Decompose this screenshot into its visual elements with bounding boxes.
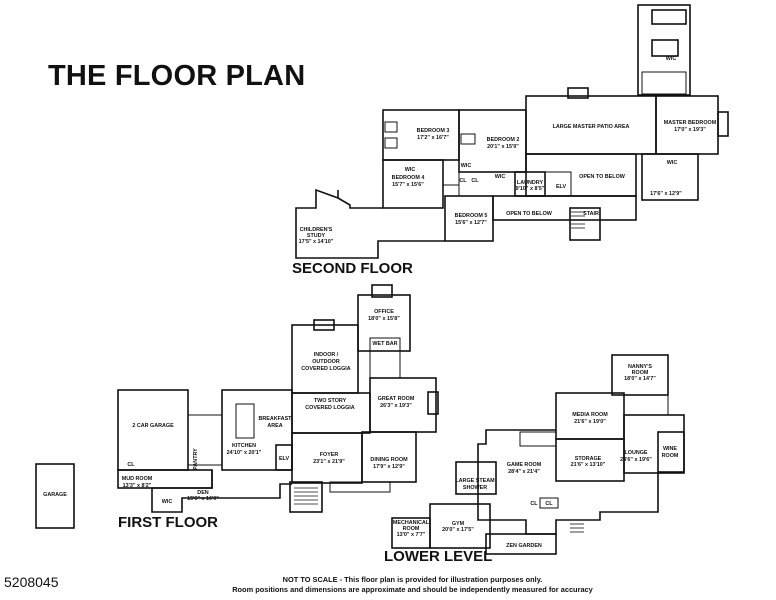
room-label: INDOOR / xyxy=(314,352,339,358)
room-labels: BEDROOM 3 17'2" x 16'7" BEDROOM 2 20'1" … xyxy=(43,56,717,549)
closet-label: CL xyxy=(530,501,538,507)
room-dimensions: 13'3" x 8'2" xyxy=(123,483,152,489)
room-dimensions: 18'0" x 14'7" xyxy=(624,376,656,382)
room-label: WET BAR xyxy=(372,341,397,347)
closet-label: WIC xyxy=(461,163,472,169)
room-label: NANNY'S xyxy=(628,364,652,370)
disclaimer-line-2: Room positions and dimensions are approx… xyxy=(232,585,593,594)
elevator-label: ELV xyxy=(556,184,566,190)
room-dimensions: 15'7" x 15'6" xyxy=(392,182,424,188)
floor-label-lower: LOWER LEVEL xyxy=(384,548,493,565)
first-floor-stairs xyxy=(294,487,318,505)
room-label: BREAKFAST xyxy=(259,416,293,422)
closet-label: WIC xyxy=(666,56,677,62)
room-dimensions: 18'0" x 15'8" xyxy=(368,316,400,322)
room-label: LOUNGE xyxy=(624,450,647,456)
closet-label: WIC xyxy=(405,167,416,173)
room-dimensions: 24'6" x 19'6" xyxy=(620,457,652,463)
room-dimensions: 9'10" x 8'5" xyxy=(516,186,545,192)
lower-level-plan xyxy=(391,354,685,555)
closet-label: WIC xyxy=(667,160,678,166)
room-label: TWO STORY xyxy=(314,398,347,404)
room-dimensions: 24'10" x 20'1" xyxy=(227,450,262,456)
closet-label: CL xyxy=(471,178,479,184)
lower-level-stairs xyxy=(570,519,584,533)
room-dimensions: 23'1" x 21'9" xyxy=(313,459,345,465)
room-label: COVERED LOGGIA xyxy=(305,405,355,411)
room-label: ROOM xyxy=(632,370,649,376)
room-label: AREA xyxy=(267,423,282,429)
room-label: DINING ROOM xyxy=(370,457,408,463)
room-dimensions: 21'6" x 19'0" xyxy=(574,419,606,425)
room-label: OFFICE xyxy=(374,309,394,315)
room-label: BEDROOM 4 xyxy=(392,175,425,181)
room-dimensions: 17'2" x 16'7" xyxy=(417,135,449,141)
room-dimensions: 28'4" x 21'4" xyxy=(508,469,540,475)
second-floor-plan xyxy=(295,4,729,259)
room-label: STUDY xyxy=(307,233,326,239)
first-floor-plan xyxy=(117,284,439,513)
room-label: COVERED LOGGIA xyxy=(301,366,351,372)
room-label: ELV xyxy=(279,456,289,462)
page-title: THE FLOOR PLAN xyxy=(48,60,306,92)
room-label: MASTER BEDROOM xyxy=(664,120,717,126)
disclaimer-line-1: NOT TO SCALE - This floor plan is provid… xyxy=(282,575,543,584)
room-label: ZEN GARDEN xyxy=(506,543,542,549)
listing-id: 5208045 xyxy=(4,574,59,590)
room-dimensions: 20'0" x 17'5" xyxy=(442,527,474,533)
room-label: LARGE MASTER PATIO AREA xyxy=(553,124,630,130)
room-label: SHOWER xyxy=(463,485,487,491)
closet-label: CL xyxy=(545,501,553,507)
room-dimensions: 17'6" x 12'9" xyxy=(650,191,682,197)
room-dimensions: 17'0" x 19'3" xyxy=(674,127,706,133)
room-dimensions: 13'0" x 7'7" xyxy=(397,532,426,538)
room-label: LAUNDRY xyxy=(517,180,544,186)
room-label: BEDROOM 3 xyxy=(417,128,450,134)
room-dimensions: 17'9" x 12'9" xyxy=(373,464,405,470)
room-label: FOYER xyxy=(320,452,339,458)
second-floor-stairs xyxy=(571,211,585,229)
detached-garage xyxy=(35,463,75,529)
room-dimensions: 15'6" x 12'7" xyxy=(455,220,487,226)
room-label: STORAGE xyxy=(575,456,602,462)
closet-label: WIC xyxy=(162,499,173,505)
closet-label: CL xyxy=(459,178,467,184)
room-dimensions: 15'6" x 16'0" xyxy=(187,496,219,502)
floor-label-second: SECOND FLOOR xyxy=(292,260,413,277)
disclaimer: NOT TO SCALE - This floor plan is provid… xyxy=(210,575,615,595)
room-label: KITCHEN xyxy=(232,443,256,449)
stair-label: STAIR xyxy=(583,211,599,217)
room-label: MEDIA ROOM xyxy=(572,412,608,418)
floor-label-first: FIRST FLOOR xyxy=(118,514,218,531)
room-label: LARGE STEAM xyxy=(455,478,495,484)
room-label: GARAGE xyxy=(43,492,67,498)
room-label: MECHANICAL xyxy=(393,520,430,526)
closet-label: WIC xyxy=(495,174,506,180)
room-label: OPEN TO BELOW xyxy=(579,174,626,180)
room-label: BEDROOM 5 xyxy=(455,213,488,219)
room-dimensions: 21'6" x 13'10" xyxy=(571,462,606,468)
room-label: ROOM xyxy=(662,453,679,459)
room-label: GYM xyxy=(452,521,465,527)
room-dimensions: 20'1" x 15'9" xyxy=(487,144,519,150)
room-label: ROOM xyxy=(403,526,420,532)
room-label: BEDROOM 2 xyxy=(487,137,520,143)
room-label: CHILDREN'S xyxy=(300,227,333,233)
room-label: OUTDOOR xyxy=(312,359,340,365)
room-label: MUD ROOM xyxy=(122,476,153,482)
room-dimensions: 26'3" x 19'3" xyxy=(380,403,412,409)
room-label: GREAT ROOM xyxy=(378,396,415,402)
room-dimensions: 17'5" x 14'10" xyxy=(299,239,334,245)
room-label: WINE xyxy=(663,446,677,452)
closet-label: CL xyxy=(127,462,135,468)
room-label: DEN xyxy=(197,490,208,496)
room-label: OPEN TO BELOW xyxy=(506,211,553,217)
room-label: PANTRY xyxy=(193,448,199,470)
room-label: GAME ROOM xyxy=(507,462,542,468)
room-label: 2 CAR GARAGE xyxy=(132,423,174,429)
